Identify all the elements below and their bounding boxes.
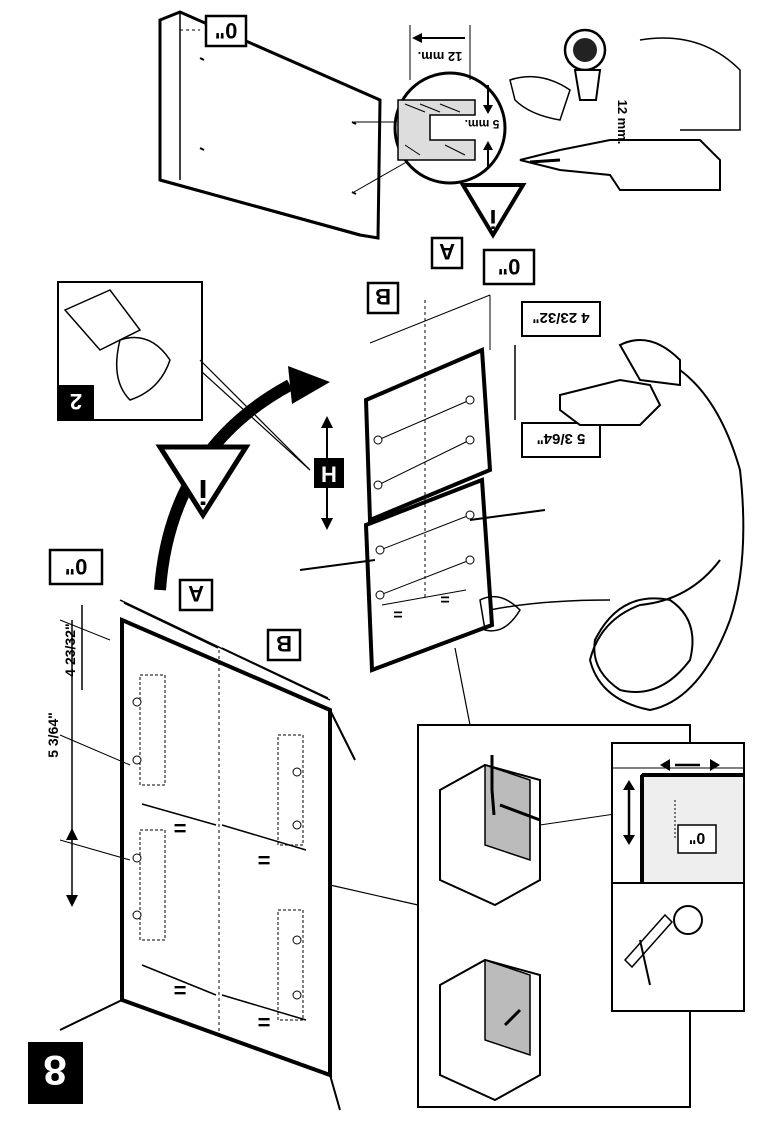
- label-h: H: [314, 416, 344, 530]
- center-doors: = =: [299, 300, 546, 673]
- label-a: A: [439, 239, 455, 264]
- equal-sign: =: [174, 978, 187, 1003]
- equal-sign: =: [258, 848, 271, 873]
- zero-label: 0": [215, 18, 238, 43]
- hinge-plates: [132, 674, 304, 1021]
- dim-label: 4 23/32": [62, 623, 78, 676]
- center-ab-dims: A B 0": [366, 236, 536, 350]
- equal-markers: = = = =: [141, 803, 307, 1035]
- dim-12mm-top: 12 mm.: [409, 25, 471, 80]
- dim-label: 5 3/64": [45, 712, 61, 758]
- hole-section-detail: 5 mm.: [393, 71, 507, 185]
- cabinet-side-panel: [59, 599, 356, 1111]
- tape-measure-detail: [611, 882, 745, 1012]
- left-vertical-dims: 5 3/64" 4 23/32": [45, 605, 131, 907]
- dim-5-3-64-center: 5 3/64": [521, 422, 601, 458]
- top-door-panel: [158, 10, 411, 240]
- zero-label: 0": [498, 254, 521, 279]
- left-ab-dims: A B 0": [48, 548, 329, 699]
- info-symbol: i: [198, 472, 207, 510]
- label-h-text: H: [321, 462, 337, 487]
- dim-4-23-32-center: 4 23/32": [514, 301, 601, 420]
- inset-two: 2: [57, 281, 311, 471]
- equal-sign: =: [393, 607, 402, 624]
- info-symbol: i: [489, 204, 496, 234]
- step-number: 8: [43, 1047, 66, 1094]
- person-with-drill: [479, 339, 745, 712]
- equal-sign: =: [258, 1010, 271, 1035]
- step-number-badge: 8: [28, 1042, 83, 1104]
- dim-label: 5 3/64": [537, 430, 586, 447]
- label-b: B: [276, 631, 292, 656]
- label-a: A: [188, 581, 204, 606]
- zero-label: 0": [65, 554, 88, 579]
- info-triangle-icon: i: [155, 444, 251, 520]
- inset-number: 2: [70, 389, 82, 414]
- equal-sign: =: [440, 592, 449, 609]
- zero-label-small: 0": [689, 829, 705, 846]
- info-triangle-icon: i: [459, 183, 527, 239]
- drill-icon: 12 mm.: [509, 28, 741, 191]
- zero-mark-top: 0": [204, 14, 248, 48]
- dim-label: 4 23/32": [532, 309, 589, 326]
- label-b: B: [375, 284, 391, 309]
- dim-5mm: 5 mm.: [465, 117, 500, 131]
- corner-detail: 0": [611, 742, 745, 884]
- dim-12mm-drill: 12 mm.: [615, 100, 630, 145]
- dim-12mm-label: 12 mm.: [418, 49, 463, 64]
- equal-sign: =: [174, 816, 187, 841]
